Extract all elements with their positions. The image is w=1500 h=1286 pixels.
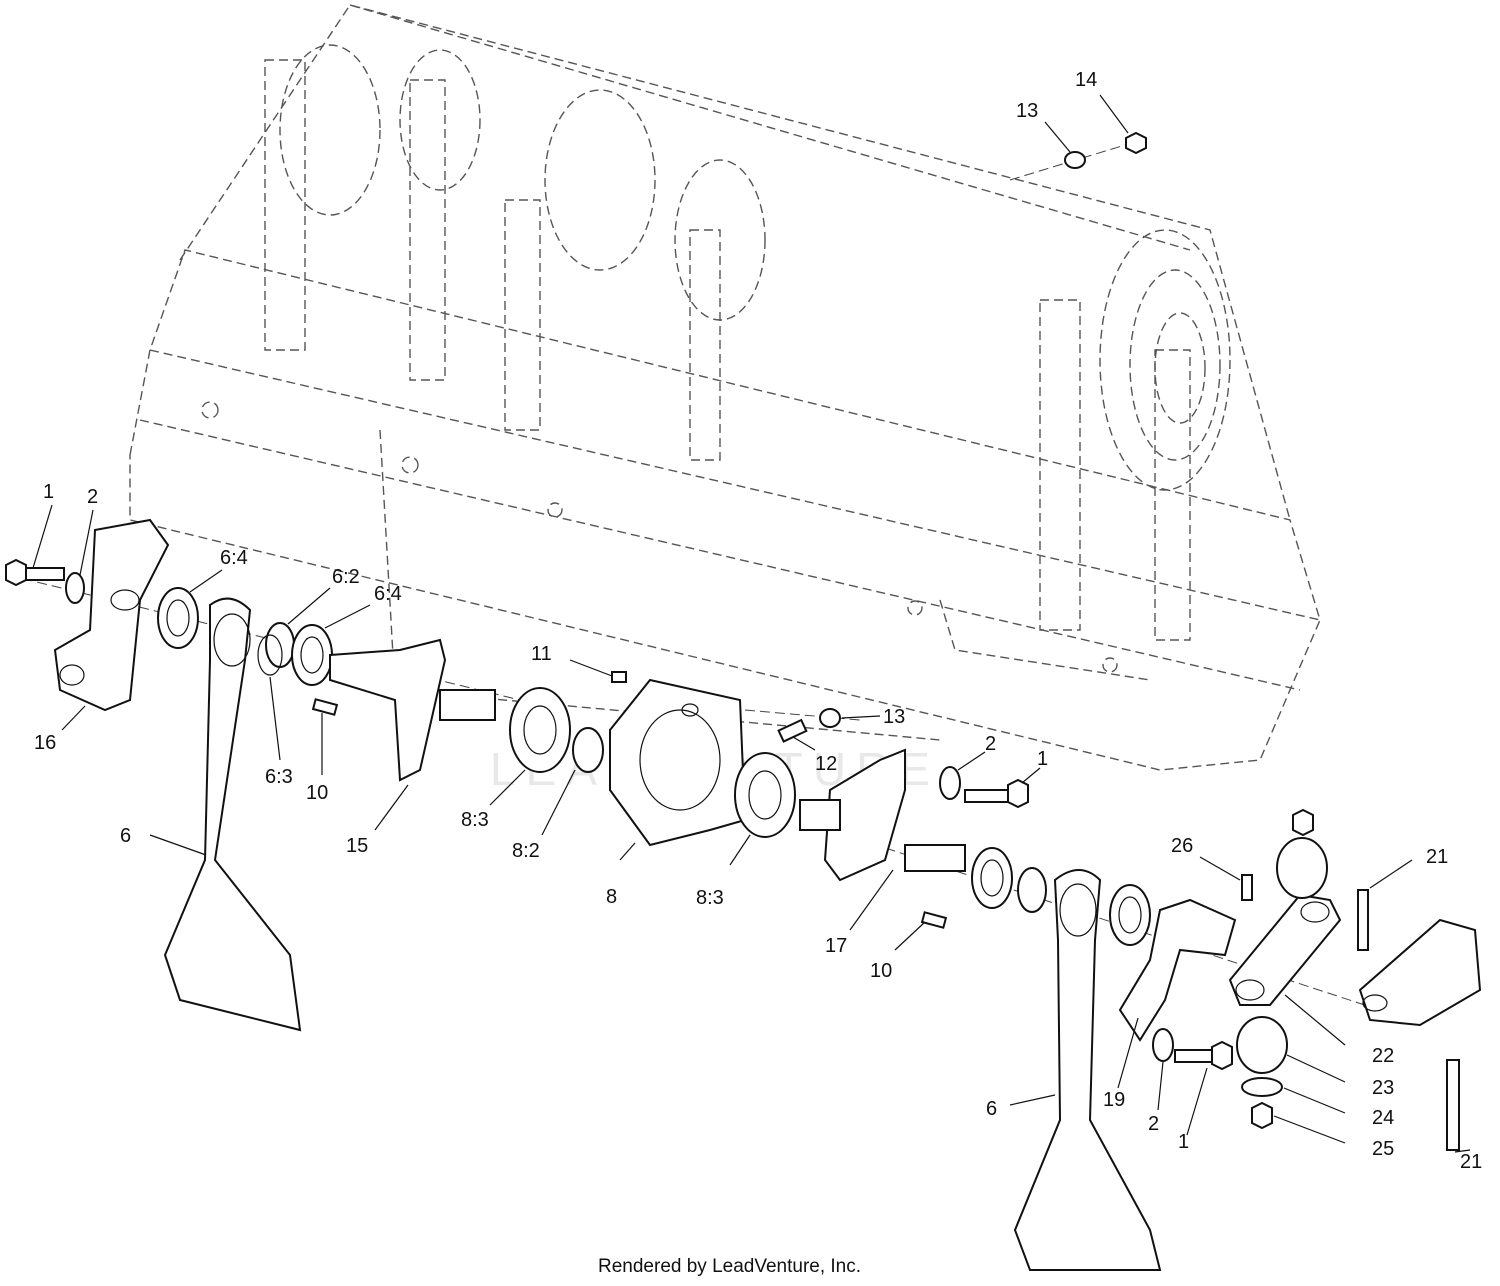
bolt-1-mid-head: [1007, 778, 1029, 809]
crank-17-shaft: [904, 844, 966, 872]
bolt-1-lower-head: [1211, 1040, 1233, 1071]
crank-15-shaft: [439, 689, 496, 721]
callout-19: 19: [1103, 1089, 1125, 1111]
crank-17: [823, 748, 906, 882]
callout-24: 24: [1372, 1107, 1394, 1129]
callout-6-4: 6:4: [374, 583, 402, 605]
top-fasteners: [1009, 131, 1147, 181]
pitman-arm-6-left: [163, 597, 302, 1032]
washer-13-mid: [819, 708, 841, 728]
link-22: [1228, 893, 1342, 1006]
callout-1: 1: [1037, 748, 1048, 770]
washer-24: [1241, 1077, 1283, 1097]
callout-2: 2: [985, 733, 996, 755]
bracket-19: [1118, 898, 1237, 1042]
snap-ring-right: [1017, 867, 1047, 913]
callout-8-3: 8:3: [461, 809, 489, 831]
callout-10: 10: [306, 782, 328, 804]
callout-6-4: 6:4: [220, 547, 248, 569]
callout-6-3: 6:3: [265, 766, 293, 788]
callout-25: 25: [1372, 1138, 1394, 1160]
callout-11: 11: [531, 643, 552, 665]
crank-17-stub: [799, 799, 841, 831]
bolt-26: [1241, 874, 1253, 901]
callout-16: 16: [34, 732, 56, 754]
bearing-6-4a: [157, 587, 199, 649]
frame-assembly: [129, 4, 1321, 771]
callout-26: 26: [1171, 835, 1193, 857]
fitting-11: [611, 671, 627, 683]
callout-6-2: 6:2: [332, 566, 360, 588]
key-10-right: [920, 911, 948, 929]
bolt-1-left-head: [5, 558, 27, 587]
right-assembly: [799, 748, 1482, 1271]
nut-14: [1125, 131, 1147, 155]
isolator-23: [1236, 1016, 1288, 1074]
nut-top: [1292, 808, 1314, 837]
leader-lines: [32, 94, 1471, 1153]
bearing-right-b: [1109, 884, 1151, 946]
callout-10: 10: [870, 960, 892, 982]
callout-22: 22: [1372, 1045, 1394, 1067]
bearing-right-a: [971, 847, 1013, 909]
callout-17: 17: [825, 935, 847, 957]
key-10-left: [311, 698, 339, 716]
bearing-6-4b: [291, 624, 333, 686]
housing-8: [609, 678, 747, 847]
washer-2-mid: [939, 766, 961, 800]
callout-2: 2: [1148, 1113, 1159, 1135]
callout-8: 8: [606, 886, 617, 908]
washer-13-top: [1064, 151, 1086, 169]
bearing-8-3a: [509, 687, 571, 773]
callout-21: 21: [1426, 846, 1448, 868]
bolt-21-upper: [1357, 889, 1369, 951]
callout-8-2: 8:2: [512, 840, 540, 862]
callout-14: 14: [1075, 69, 1097, 91]
washer-2-left: [65, 572, 85, 604]
render-credit: Rendered by LeadVenture, Inc.: [598, 1256, 861, 1277]
isolator-top: [1276, 837, 1328, 899]
callout-23: 23: [1372, 1077, 1394, 1099]
bolt-1-mid-shank: [964, 789, 1011, 803]
callout-2: 2: [87, 486, 98, 508]
bolt-12: [777, 718, 808, 743]
washer-2-lower: [1152, 1028, 1174, 1062]
callout-13: 13: [883, 706, 905, 728]
nut-25: [1251, 1101, 1273, 1130]
left-assembly: [5, 518, 861, 1032]
bolt-1-lower-shank: [1174, 1049, 1216, 1063]
callout-15: 15: [346, 835, 368, 857]
bolt-21-lower: [1446, 1059, 1460, 1151]
callout-6: 6: [986, 1098, 997, 1120]
spacer-8-2: [572, 727, 604, 773]
bracket-16: [53, 518, 170, 712]
callout-12: 12: [815, 753, 837, 775]
pitman-arm-6-right: [1013, 869, 1162, 1271]
frame-bracket-right: [1358, 918, 1482, 1027]
bolt-1-left-shank: [25, 567, 65, 581]
callout-8-3: 8:3: [696, 887, 724, 909]
callout-13: 13: [1016, 100, 1038, 122]
bearing-8-3b: [734, 752, 796, 838]
callout-1: 1: [43, 481, 54, 503]
callout-1: 1: [1178, 1131, 1189, 1153]
callout-labels: 14 13 1 2 6:4 6:2 6:4 11 13 16 6:3 10 12…: [34, 69, 1482, 1173]
snap-ring-6-3: [257, 634, 283, 676]
callout-6: 6: [120, 825, 131, 847]
callout-21: 21: [1460, 1151, 1482, 1173]
crank-15: [329, 638, 447, 782]
